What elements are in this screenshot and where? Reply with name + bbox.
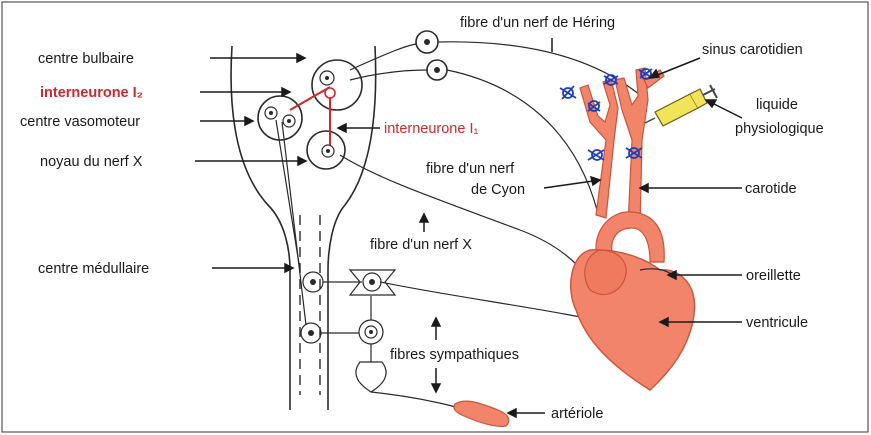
label-ventricule: ventricule bbox=[746, 315, 808, 331]
label-interneurone-i2: interneurone I₂ bbox=[40, 85, 143, 101]
label-fibre-cyon-line2: de Cyon bbox=[471, 182, 525, 198]
label-fibre-hering: fibre d'un nerf de Héring bbox=[460, 15, 615, 31]
label-centre-vasomoteur: centre vasomoteur bbox=[20, 114, 140, 130]
label-oreillette: oreillette bbox=[746, 268, 801, 284]
label-physiologique: physiologique bbox=[735, 121, 824, 137]
label-noyau-nerf-x: noyau du nerf X bbox=[40, 154, 143, 170]
label-centre-bulbaire: centre bulbaire bbox=[38, 51, 134, 67]
label-arteriole: artériole bbox=[551, 406, 603, 422]
label-fibres-sympathiques: fibres sympathiques bbox=[390, 347, 519, 363]
label-centre-medullaire: centre médullaire bbox=[38, 261, 149, 277]
label-sinus-carotidien: sinus carotidien bbox=[702, 42, 803, 58]
label-fibre-nerf-x: fibre d'un nerf X bbox=[370, 237, 472, 253]
label-fibre-cyon-line1: fibre d'un nerf bbox=[426, 161, 515, 177]
label-liquide: liquide bbox=[756, 97, 798, 113]
label-interneurone-i1: interneurone I₁ bbox=[384, 121, 478, 137]
label-carotide: carotide bbox=[745, 181, 797, 197]
